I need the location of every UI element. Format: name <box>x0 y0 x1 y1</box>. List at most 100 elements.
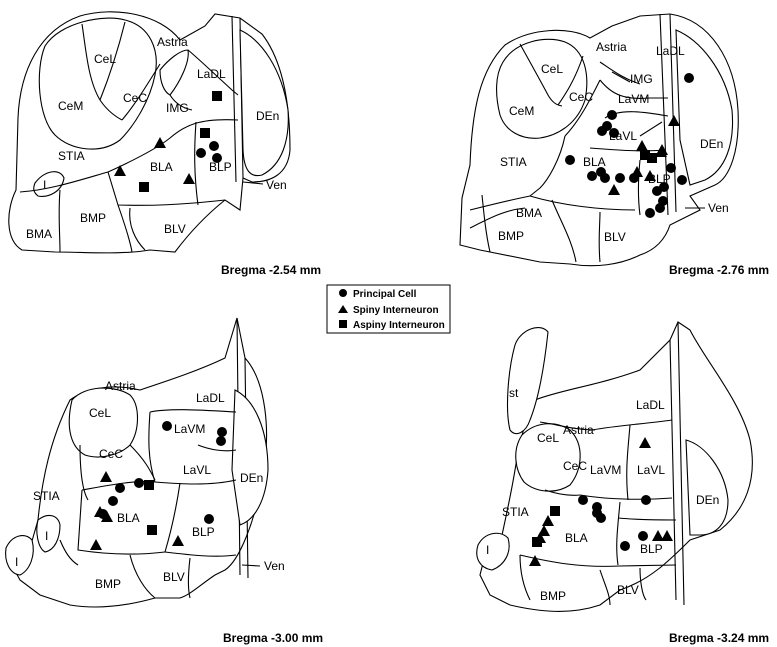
label-cec: CeC <box>99 447 123 461</box>
aspiny-interneuron-marker <box>144 480 154 490</box>
spiny-interneuron-marker <box>114 165 126 176</box>
legend: Principal Cell Spiny Interneuron Aspiny … <box>326 284 451 334</box>
legend-spiny-label: Spiny Interneuron <box>353 305 439 316</box>
principal-cell-marker <box>596 513 606 523</box>
principal-cell-marker <box>645 208 655 218</box>
label-ladl: LaDL <box>656 44 685 58</box>
label-bla: BLA <box>117 511 140 525</box>
aspiny-interneuron-marker <box>139 182 149 192</box>
principal-cell-marker <box>615 173 625 183</box>
label-cel: CeL <box>537 431 559 445</box>
panel-bregma-3-24: st CeL Astria CeC LaDL LaVM LaVL DEn STI… <box>476 321 769 645</box>
label-i-outer: I <box>15 555 18 569</box>
spiny-interneuron-marker <box>656 144 668 155</box>
principal-cell-marker <box>677 175 687 185</box>
label-blp: BLP <box>192 525 215 539</box>
spiny-interneuron-marker <box>183 173 195 184</box>
principal-cell-marker <box>115 483 125 493</box>
legend-principal-marker <box>339 289 347 297</box>
principal-cell-marker <box>565 155 575 165</box>
principal-cell-marker <box>587 171 597 181</box>
label-cel: CeL <box>541 62 563 76</box>
spiny-interneuron-marker <box>101 511 113 522</box>
label-ven: Ven <box>266 178 287 192</box>
legend-aspiny-marker <box>339 320 347 328</box>
aspiny-interneuron-marker <box>532 537 542 547</box>
label-blv: BLV <box>604 230 626 244</box>
spiny-interneuron-marker <box>636 140 648 151</box>
caption-bregma: Bregma -3.00 mm <box>223 631 323 645</box>
label-bma: BMA <box>516 206 542 220</box>
principal-cell-marker <box>655 203 665 213</box>
label-stia: STIA <box>502 505 529 519</box>
label-astria: Astria <box>563 423 594 437</box>
label-cec: CeC <box>569 90 593 104</box>
label-ven: Ven <box>708 201 729 215</box>
principal-cell-marker <box>134 478 144 488</box>
label-stia: STIA <box>33 489 60 503</box>
principal-cell-marker <box>216 436 226 446</box>
principal-cell-marker <box>638 531 648 541</box>
label-blv: BLV <box>163 570 185 584</box>
label-lavl: LaVL <box>637 463 665 477</box>
label-bmp: BMP <box>80 211 106 225</box>
img-pointer <box>611 71 631 83</box>
panel-bregma-3-00: Astria CeL CeC LaDL LaVM LaVL DEn STIA B… <box>5 317 323 645</box>
label-i: I <box>486 543 489 557</box>
label-cec: CeC <box>123 91 147 105</box>
spiny-interneuron-marker <box>542 515 554 526</box>
region-labels: Astria CeL CeM CeC LaDL IMG LaVM LaVL DE… <box>498 40 729 244</box>
aspiny-interneuron-marker <box>550 506 560 516</box>
caption-bregma: Bregma -2.54 mm <box>221 263 321 277</box>
spiny-interneuron-marker <box>644 170 656 181</box>
label-cem: CeM <box>58 99 83 113</box>
marker-group <box>565 73 694 218</box>
marker-group <box>90 421 227 550</box>
principal-cell-marker <box>204 514 214 524</box>
label-cem: CeM <box>509 104 534 118</box>
atlas-outlines <box>5 317 269 608</box>
principal-cell-marker <box>607 110 617 120</box>
label-ladl: LaDL <box>196 391 225 405</box>
principal-cell-marker <box>609 128 619 138</box>
principal-cell-marker <box>162 421 172 431</box>
label-lavl: LaVL <box>183 463 211 477</box>
label-stia: STIA <box>500 155 527 169</box>
panel-bregma-2-76: Astria CeL CeM CeC LaDL IMG LaVM LaVL DE… <box>459 13 769 277</box>
spiny-interneuron-marker <box>90 539 102 550</box>
spiny-interneuron-marker <box>639 437 651 448</box>
spiny-interneuron-marker <box>529 555 541 566</box>
principal-cell-marker <box>684 73 694 83</box>
aspiny-interneuron-marker <box>640 150 650 160</box>
spiny-interneuron-marker <box>100 471 112 482</box>
ven-pointer <box>242 181 264 185</box>
region-labels: Astria CeL CeM CeC LaDL IMG DEn STIA BLA… <box>26 35 287 241</box>
caption-bregma: Bregma -3.24 mm <box>669 631 769 645</box>
principal-cell-marker <box>600 173 610 183</box>
label-bla: BLA <box>150 160 173 174</box>
region-labels: Astria CeL CeC LaDL LaVM LaVL DEn STIA B… <box>15 379 285 591</box>
legend-aspiny-label: Aspiny Interneuron <box>353 320 445 331</box>
spiny-interneuron-marker <box>652 530 664 541</box>
label-img: IMG <box>630 72 653 86</box>
legend-box <box>326 284 451 334</box>
spiny-interneuron-marker <box>608 184 620 195</box>
spiny-interneuron-marker <box>668 115 680 126</box>
label-den: DEn <box>696 493 719 507</box>
principal-cell-marker <box>212 153 222 163</box>
label-den: DEn <box>700 137 723 151</box>
label-bmp: BMP <box>540 589 566 603</box>
legend-spiny-marker <box>338 305 348 313</box>
principal-cell-marker <box>209 141 219 151</box>
spiny-interneuron-marker <box>661 530 673 541</box>
legend-principal-label: Principal Cell <box>353 289 417 300</box>
label-lavm: LaVM <box>174 422 205 436</box>
label-astria: Astria <box>157 35 188 49</box>
label-st: st <box>509 386 519 400</box>
principal-cell-marker <box>641 495 651 505</box>
marker-group <box>114 91 222 192</box>
label-bma: BMA <box>26 227 52 241</box>
atlas-outlines <box>459 13 739 267</box>
label-i: I <box>43 178 46 192</box>
ven-pointer <box>241 564 261 567</box>
